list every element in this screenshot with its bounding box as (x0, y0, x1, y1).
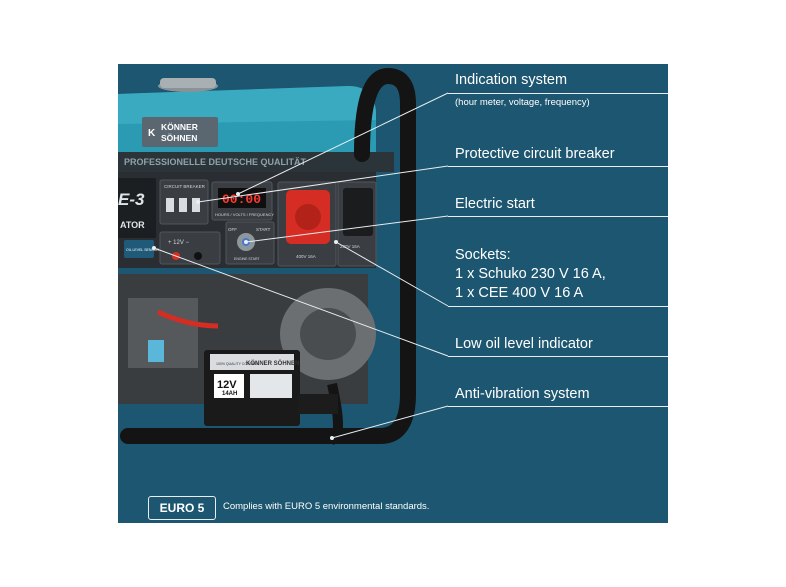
breaker-label: CIRCUIT BREAKER (164, 184, 206, 189)
pointer-breaker (197, 165, 449, 203)
product-infographic: K KÖNNER SÖHNEN PROFESSIONELLE DEUTSCHE … (118, 64, 668, 523)
schuko-socket-icon (343, 188, 373, 236)
battery-voltage: 12V (217, 379, 237, 391)
feature-sockets-line2: 1 x CEE 400 V 16 A (455, 285, 584, 301)
euro5-badge: EURO 5 (148, 496, 216, 520)
pointer-sockets (335, 241, 449, 307)
pointer-oil (153, 247, 449, 357)
off-label: OFF (228, 227, 237, 232)
callout-pointers (152, 92, 449, 440)
cee-rating: 400V 16A (296, 254, 316, 259)
brand-line2: SÖHNEN (161, 133, 197, 143)
model-sub: ATOR (120, 220, 145, 230)
euro5-text: Complies with EURO 5 environmental stand… (223, 501, 430, 512)
divider-antivibration (448, 406, 668, 407)
battery-capacity: 14AH (222, 391, 237, 397)
pointer-antivibration (331, 405, 449, 439)
brand-logo-icon: K (148, 128, 156, 139)
feature-indication-title: Indication system (455, 72, 568, 88)
engine-label: ENGINE START (234, 257, 260, 261)
divider-sockets (448, 306, 668, 307)
feature-sockets-line1: 1 x Schuko 230 V 16 A, (455, 266, 606, 282)
schuko-rating: 230V 16A (340, 244, 360, 249)
feature-antivibration-title: Anti-vibration system (455, 386, 590, 402)
feature-indication-subtitle: (hour meter, voltage, frequency) (455, 97, 590, 108)
oil-sensor-label: OIL LEVEL SENSOR (126, 248, 159, 252)
hour-meter-display: 00:00 (222, 192, 261, 207)
pointer-indication (237, 92, 449, 195)
display-caption: HOURS / VOLTS / FREQUENCY (215, 212, 274, 217)
divider-electric-start (448, 216, 668, 217)
generator-illustration: K KÖNNER SÖHNEN PROFESSIONELLE DEUTSCHE … (118, 67, 416, 445)
dc-label: + 12V − (168, 240, 190, 246)
feature-sockets-title: Sockets: (455, 247, 511, 263)
feature-breaker-title: Protective circuit breaker (455, 146, 615, 162)
feature-oil-title: Low oil level indicator (455, 336, 593, 352)
feature-electric-start-title: Electric start (455, 196, 535, 212)
divider-breaker (448, 166, 668, 167)
brand-slogan: PROFESSIONELLE DEUTSCHE QUALITÄT (124, 157, 307, 167)
divider-indication (448, 93, 668, 94)
divider-oil (448, 356, 668, 357)
battery-badge: 100% QUALITY CONTROL (216, 362, 259, 366)
battery-brand: KÖNNER SÖHNEN (246, 360, 299, 367)
model-name: E-3 (118, 190, 145, 209)
brand-line1: KÖNNER (161, 122, 198, 132)
start-label: START (256, 227, 271, 232)
pointer-electric-start (245, 215, 449, 243)
